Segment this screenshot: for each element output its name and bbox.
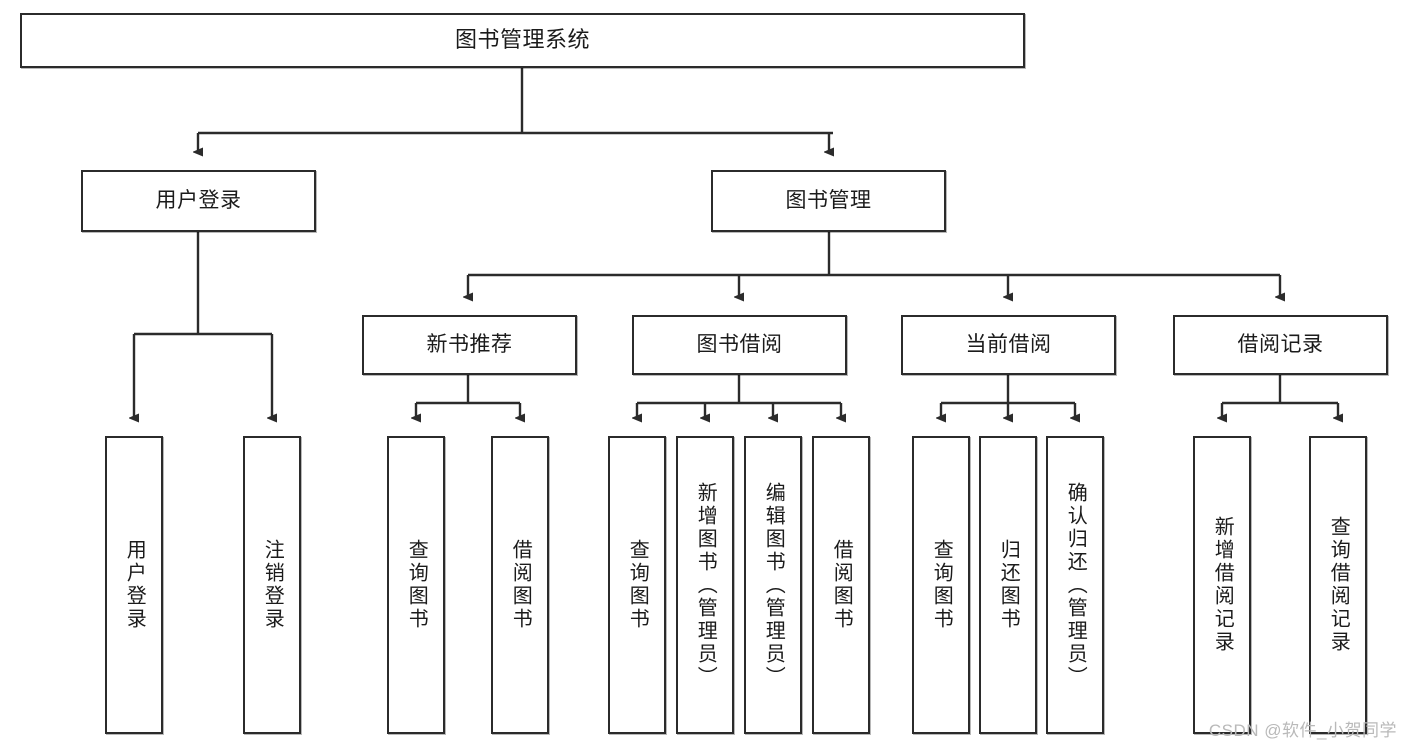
node-leaf-book-borrow-add-label: 新增图书（管理员） (694, 481, 717, 689)
node-book-borrow[interactable]: 图书借阅 (632, 315, 847, 375)
node-leaf-current-borrow-confirm[interactable]: 确认归还（管理员） (1046, 436, 1104, 734)
node-leaf-book-borrow-query-label: 查询图书 (626, 539, 649, 631)
node-leaf-book-borrow-lend-label: 借阅图书 (830, 539, 853, 631)
node-root-system-label: 图书管理系统 (454, 27, 590, 53)
node-leaf-book-borrow-lend[interactable]: 借阅图书 (812, 436, 870, 734)
node-borrow-record[interactable]: 借阅记录 (1173, 315, 1388, 375)
node-leaf-current-borrow-query-label: 查询图书 (930, 539, 953, 631)
node-leaf-current-borrow-return[interactable]: 归还图书 (979, 436, 1037, 734)
node-leaf-user-login-signout[interactable]: 注销登录 (243, 436, 301, 734)
node-borrow-record-label: 借阅记录 (1237, 333, 1324, 357)
node-leaf-book-borrow-query[interactable]: 查询图书 (608, 436, 666, 734)
node-new-book-recommend[interactable]: 新书推荐 (362, 315, 577, 375)
node-leaf-borrow-record-add[interactable]: 新增借阅记录 (1193, 436, 1251, 734)
node-leaf-new-book-borrow-label: 借阅图书 (509, 539, 532, 631)
node-leaf-borrow-record-query[interactable]: 查询借阅记录 (1309, 436, 1367, 734)
node-leaf-current-borrow-confirm-label: 确认归还（管理员） (1064, 481, 1087, 689)
node-leaf-current-borrow-query[interactable]: 查询图书 (912, 436, 970, 734)
node-leaf-book-borrow-add[interactable]: 新增图书（管理员） (676, 436, 734, 734)
node-user-login-label: 用户登录 (155, 189, 242, 213)
node-current-borrow-label: 当前借阅 (965, 333, 1052, 357)
node-leaf-book-borrow-edit[interactable]: 编辑图书（管理员） (744, 436, 802, 734)
node-user-login[interactable]: 用户登录 (81, 170, 316, 232)
node-book-borrow-label: 图书借阅 (696, 333, 783, 357)
node-leaf-new-book-borrow[interactable]: 借阅图书 (491, 436, 549, 734)
node-new-book-recommend-label: 新书推荐 (426, 333, 513, 357)
node-book-manage[interactable]: 图书管理 (711, 170, 946, 232)
node-leaf-user-login-signin[interactable]: 用户登录 (105, 436, 163, 734)
node-current-borrow[interactable]: 当前借阅 (901, 315, 1116, 375)
node-book-manage-label: 图书管理 (785, 189, 872, 213)
csdn-watermark: CSDN @软件_小贺同学 (1208, 721, 1397, 740)
node-leaf-book-borrow-edit-label: 编辑图书（管理员） (762, 481, 785, 689)
node-root-system[interactable]: 图书管理系统 (20, 13, 1025, 68)
node-leaf-new-book-query-label: 查询图书 (405, 539, 428, 631)
node-leaf-user-login-signin-label: 用户登录 (123, 539, 146, 631)
node-leaf-borrow-record-query-label: 查询借阅记录 (1327, 516, 1350, 654)
node-leaf-new-book-query[interactable]: 查询图书 (387, 436, 445, 734)
node-leaf-current-borrow-return-label: 归还图书 (997, 539, 1020, 631)
node-leaf-borrow-record-add-label: 新增借阅记录 (1211, 516, 1234, 654)
node-leaf-user-login-signout-label: 注销登录 (261, 539, 284, 631)
